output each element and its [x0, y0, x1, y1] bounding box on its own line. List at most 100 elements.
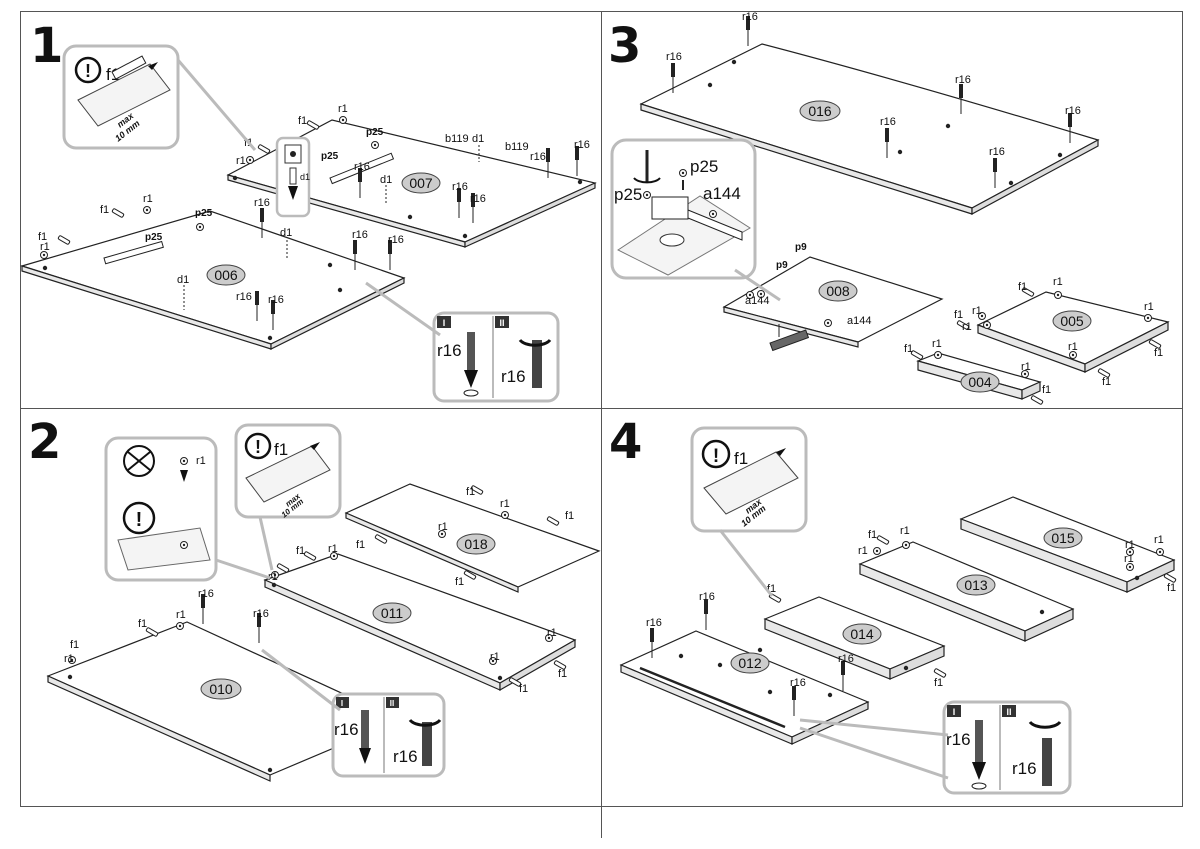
svg-text:p25: p25 [690, 157, 718, 176]
detail-hinge: p25 p25 a144 [610, 138, 781, 302]
warning-icon [244, 432, 272, 460]
frame [20, 11, 1183, 838]
svg-text:r1: r1 [268, 571, 278, 583]
svg-text:r1: r1 [972, 305, 982, 317]
svg-text:r16: r16 [666, 51, 682, 63]
detail-r16-steps-2: I II r16 r16 [261, 648, 446, 778]
panel-label-010: 010 [209, 681, 233, 697]
svg-text:r1: r1 [500, 498, 510, 510]
svg-text:!: ! [136, 509, 143, 531]
panel-016 [639, 43, 1100, 216]
svg-text:f1: f1 [954, 309, 963, 321]
label-r16: r16 [470, 193, 486, 205]
label-r16: r16 [236, 291, 252, 303]
svg-text:f1: f1 [138, 618, 147, 630]
svg-text:r1: r1 [64, 653, 74, 665]
svg-text:!: ! [255, 437, 261, 457]
svg-text:r16: r16 [334, 720, 359, 739]
step-number-2: 2 [28, 414, 61, 470]
panel-label-014: 014 [850, 626, 874, 642]
label-r1: r1 [338, 103, 348, 115]
label-d1: d1 [472, 133, 484, 145]
svg-text:f1: f1 [1042, 384, 1051, 396]
svg-text:f1: f1 [466, 486, 475, 498]
svg-text:f1: f1 [1154, 347, 1163, 359]
svg-text:r16: r16 [989, 146, 1005, 158]
svg-text:r16: r16 [198, 588, 214, 600]
detail-dowel-depth-2: ! f1 max 10 mm [234, 423, 342, 571]
detail-cam-lock: r1 ! [104, 436, 271, 582]
svg-text:f1: f1 [1102, 376, 1111, 388]
panel-011 [263, 553, 577, 692]
label-p25: p25 [321, 151, 339, 162]
svg-text:r1: r1 [858, 545, 868, 557]
svg-text:r16: r16 [393, 747, 418, 766]
svg-text:r16: r16 [838, 653, 854, 665]
svg-text:r1: r1 [196, 455, 206, 467]
warning-icon [74, 56, 102, 84]
svg-text:r1: r1 [490, 651, 500, 663]
label-r1: r1 [236, 155, 246, 167]
panel-005 [976, 291, 1170, 373]
svg-text:r1: r1 [328, 543, 338, 555]
panel-label-013: 013 [964, 577, 988, 593]
svg-text:I: I [443, 318, 446, 328]
svg-text:II: II [390, 699, 394, 708]
label-r16: r16 [354, 161, 370, 173]
svg-text:f1: f1 [558, 668, 567, 680]
svg-text:a144: a144 [745, 295, 769, 307]
svg-text:!: ! [713, 446, 719, 467]
svg-text:f1: f1 [904, 343, 913, 355]
label-r16: r16 [388, 234, 404, 246]
svg-text:r1: r1 [1068, 341, 1078, 353]
svg-text:f1: f1 [455, 576, 464, 588]
svg-text:f1: f1 [934, 677, 943, 689]
label-f1: f1 [298, 115, 307, 127]
panel-label-oval [401, 172, 441, 194]
warning-icon [122, 501, 156, 535]
svg-text:r16: r16 [1065, 105, 1081, 117]
svg-text:a144: a144 [703, 184, 741, 203]
svg-text:f1: f1 [1018, 281, 1027, 293]
svg-text:r1: r1 [438, 521, 448, 533]
svg-text:f1: f1 [767, 583, 776, 595]
svg-text:r16: r16 [646, 617, 662, 629]
svg-text:r16: r16 [1012, 759, 1037, 778]
label-d1: d1 [280, 227, 292, 239]
svg-text:r1: r1 [932, 338, 942, 350]
step-number-4: 4 [609, 414, 642, 470]
label-b119: b119 [445, 133, 469, 145]
detail-dowel-depth-4: ! f1 max 10 mm [690, 426, 808, 597]
warning-icon [701, 439, 731, 469]
svg-text:r1: r1 [962, 321, 972, 333]
svg-text:f1: f1 [274, 440, 288, 459]
step-number-3: 3 [608, 18, 641, 74]
step-1: 006 007 f1 [19, 44, 597, 403]
svg-text:r16: r16 [501, 367, 526, 386]
svg-text:r1: r1 [1125, 539, 1135, 551]
detail-dowel-insert: d1 [275, 136, 311, 218]
svg-text:r16: r16 [437, 341, 462, 360]
panel-label-oval [206, 264, 246, 286]
label-r16: r16 [254, 197, 270, 209]
svg-text:II: II [1006, 707, 1011, 717]
svg-text:d1: d1 [300, 172, 310, 182]
label-r16: r16 [574, 139, 590, 151]
svg-text:r1: r1 [900, 525, 910, 537]
label-r1: r1 [143, 193, 153, 205]
panel-label-008: 008 [826, 283, 850, 299]
svg-text:r1: r1 [176, 609, 186, 621]
label-d1: d1 [177, 274, 189, 286]
svg-text:a144: a144 [847, 315, 871, 327]
panel-label-016: 016 [808, 103, 832, 119]
svg-text:r16: r16 [955, 74, 971, 86]
svg-text:f1: f1 [734, 449, 748, 468]
panel-label-006: 006 [214, 267, 238, 283]
svg-text:II: II [499, 318, 504, 328]
label-p25: p25 [195, 208, 213, 219]
svg-text:r1: r1 [547, 627, 557, 639]
svg-text:f1: f1 [868, 529, 877, 541]
